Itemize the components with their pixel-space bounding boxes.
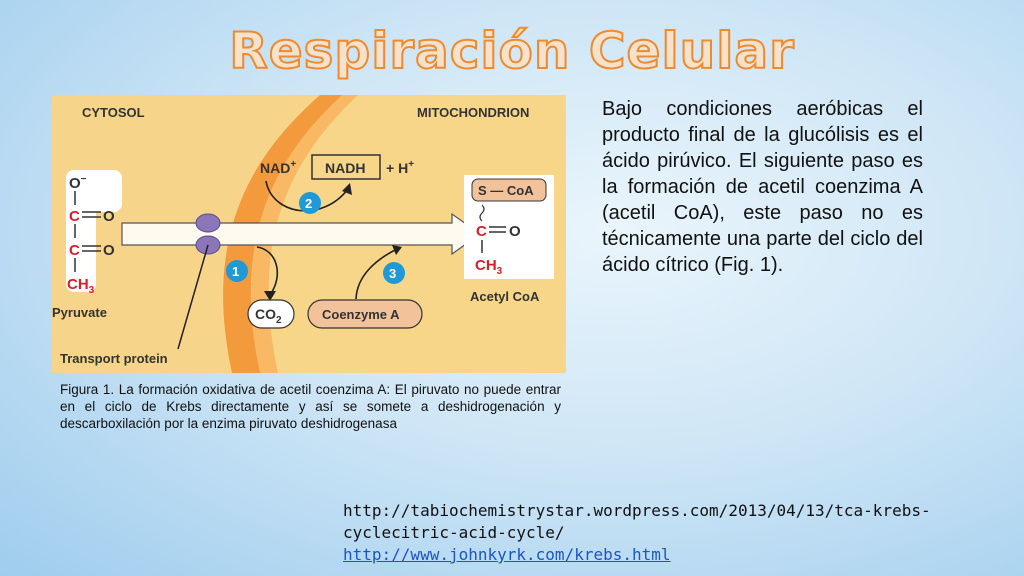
h-plus-label: + H+ [386,159,414,176]
reference-link-1-line-1: http://tabiochemistrystar.wordpress.com/… [343,501,931,520]
cytosol-label: CYTOSOL [82,105,145,120]
transport-protein-label: Transport protein [60,351,168,366]
reference-link-1-line-2: cyclecitric-acid-cycle/ [343,523,565,542]
step-2-badge [299,192,321,214]
step-3-badge [383,262,405,284]
pyruvate-c2: C [69,242,80,259]
co2-label: CO2 [255,306,282,326]
pyruvate-c1: C [69,208,80,225]
step-1-badge [226,260,248,282]
acetyl-coa-diagram: CYTOSOL MITOCHONDRION O− C O C O CH3 Pyr… [52,95,566,373]
acetyl-c1: C [476,223,487,240]
arrowhead [264,291,276,301]
coenzyme-a-bubble [307,299,423,329]
figure-caption: Figura 1. La formación oxidativa de acet… [60,382,561,431]
transport-protein-top [195,213,221,233]
wavy-bond [479,204,485,222]
reference-links: http://tabiochemistrystar.wordpress.com/… [343,500,983,566]
pyruvate-o-minus: O− [69,174,87,192]
coenzyme-a-label: Coenzyme A [322,307,400,322]
pyruvate-o2: O [103,242,115,259]
coenzyme-a-arrow [355,248,398,300]
transport-protein-pointer [177,244,209,350]
nad-plus-label: NAD+ [260,159,296,176]
reference-link-2[interactable]: http://www.johnkyrk.com/krebs.html [343,545,671,564]
co2-bubble [247,299,295,329]
step-2-number: 2 [305,196,312,211]
slide-body-text: Bajo condiciones aeróbicas el producto f… [602,98,923,276]
acetyl-o: O [509,223,521,240]
s-coa-label: S — CoA [478,183,534,198]
step-3-number: 3 [389,266,396,281]
acetyl-ch3: CH3 [475,257,503,277]
step-1-number: 1 [232,264,239,279]
mitochondrion-label: MITOCHONDRION [417,105,529,120]
acetyl-coa-label: Acetyl CoA [470,289,540,304]
nadh-box [311,154,381,180]
nadh-label: NADH [325,160,365,176]
arrowhead [392,245,402,255]
pyruvate-o1: O [103,208,115,225]
pyruvate-carboxyl-bg [66,170,122,212]
pyruvate-label: Pyruvate [52,305,107,320]
s-coa-box [471,178,547,202]
decarboxylation-arrow [256,246,279,296]
diagram-svg: CYTOSOL MITOCHONDRION O− C O C O CH3 Pyr… [52,95,566,373]
slide-title: Respiración Celular [228,21,795,81]
pyruvate-ch3: CH3 [67,276,95,296]
nad-reduction-arrow [265,180,349,212]
arrowhead [342,183,352,195]
